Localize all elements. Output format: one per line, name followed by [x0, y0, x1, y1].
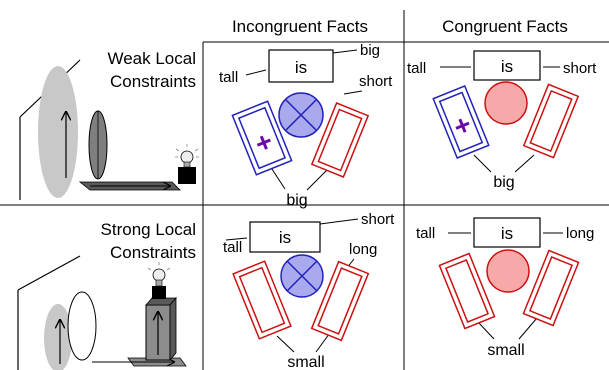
short-label: short [563, 60, 597, 77]
light-box [152, 286, 166, 299]
short-label-top: short [361, 211, 395, 228]
small-label-bottom: small [487, 342, 524, 359]
short-object-red [310, 102, 370, 178]
table-grid [0, 10, 609, 370]
tall-object-blue [432, 84, 490, 160]
is-box [249, 221, 321, 253]
row-weak-line1: Weak Local [107, 49, 196, 68]
lightbulb-icon [175, 144, 199, 168]
short-label: short [359, 73, 393, 90]
strong-constraints-scene [17, 255, 187, 370]
big-label-top: big [360, 42, 380, 59]
tall-label: tall [223, 239, 242, 256]
big-label-bottom: big [286, 192, 307, 209]
panel-weak-congruent: is tall short big [407, 50, 597, 191]
circle-icon [486, 249, 530, 293]
large-shadow-ellipse [38, 66, 78, 198]
panel-weak-incongruent: is tall big short big [219, 42, 393, 209]
light-box [178, 167, 196, 184]
row-strong-line1: Strong Local [101, 220, 196, 239]
row-weak-line2: Constraints [110, 72, 196, 91]
shadow-ellipse [44, 304, 72, 370]
long-label: long [566, 225, 594, 242]
tall-object-red [438, 252, 496, 330]
small-label-bottom: small [287, 354, 324, 370]
header-incongruent: Incongruent Facts [232, 17, 368, 36]
tall-object-red [232, 260, 292, 340]
long-object-red [310, 260, 370, 342]
panel-strong-incongruent: is tall short long small [223, 211, 395, 370]
plus-icon [256, 135, 271, 150]
tall-label: tall [219, 69, 238, 86]
header-congruent: Congruent Facts [442, 17, 568, 36]
long-object-red [522, 249, 580, 327]
circle-icon [484, 81, 528, 125]
is-label: is [279, 228, 291, 247]
circle-x-icon [280, 254, 324, 298]
is-box [268, 49, 334, 83]
is-label: is [501, 57, 513, 76]
weak-constraints-scene [19, 59, 199, 200]
is-label: is [295, 58, 307, 77]
is-box [473, 50, 541, 81]
row-strong-line2: Constraints [110, 243, 196, 262]
disk-object [67, 291, 97, 361]
tall-object-blue [231, 100, 293, 176]
is-label: is [501, 224, 513, 243]
big-label-bottom: big [493, 174, 514, 191]
lightbulb-icon [147, 262, 171, 287]
tall-label: tall [416, 225, 435, 242]
plus-icon [455, 118, 470, 133]
is-box [473, 217, 541, 248]
tall-label: tall [407, 60, 426, 77]
panel-strong-congruent: is tall long small [416, 217, 594, 359]
short-object-red [522, 83, 580, 159]
long-label: long [349, 241, 377, 258]
backplane-outline [17, 255, 81, 370]
circle-x-icon [278, 92, 324, 138]
